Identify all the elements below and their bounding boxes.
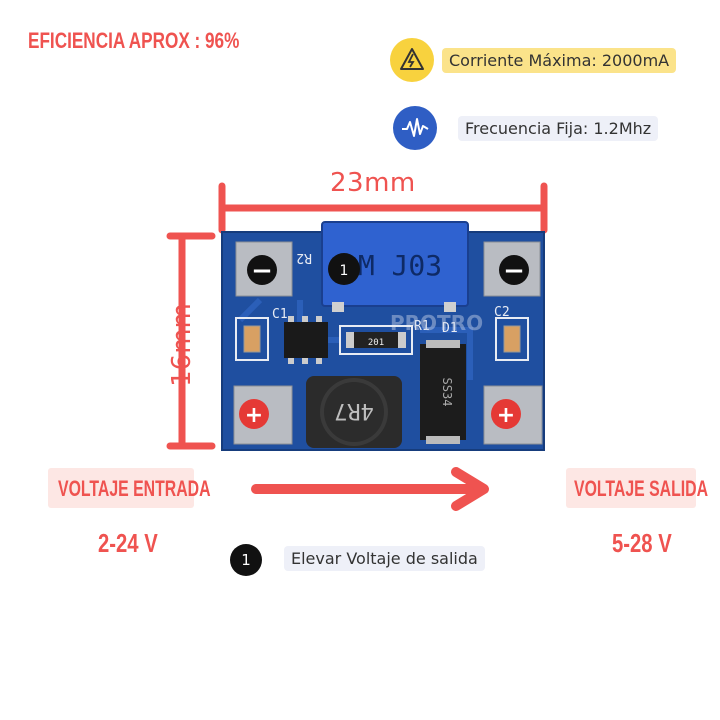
output-tag-bg	[566, 468, 696, 508]
frequency-label: Frecuencia Fija: 1.2Mhz	[458, 116, 659, 141]
silk-c2: C2	[494, 305, 510, 320]
efficiency-label: EFICIENCIA APROX : 96%	[28, 28, 240, 53]
minus-right-symbol: −	[503, 256, 525, 286]
ic-chip	[284, 322, 328, 358]
output-voltage-label: VOLTAJE SALIDA	[574, 476, 709, 501]
resistor-code: 201	[368, 338, 384, 348]
max-current-label: Corriente Máxima: 2000mA	[442, 48, 677, 73]
silk-d1: D1	[442, 321, 458, 336]
input-tag-bg	[48, 468, 194, 508]
watermark: PROTRO	[390, 311, 483, 335]
minus-terminal-right-icon	[499, 255, 529, 285]
legend-number-badge: 1	[230, 544, 262, 576]
dimension-lines	[166, 182, 548, 450]
right-arrow-icon	[251, 467, 489, 511]
capacitor-c1	[243, 325, 261, 353]
wave-icon	[393, 106, 437, 150]
warning-bolt-icon	[390, 38, 434, 82]
diode	[420, 344, 466, 440]
plus-terminal-left-icon	[239, 399, 269, 429]
legend-text: Elevar Voltaje de salida	[284, 546, 485, 571]
output-voltage-value: 5-28 V	[612, 528, 672, 558]
input-voltage-label: VOLTAJE ENTRADA	[58, 476, 211, 501]
minus-left-symbol: −	[251, 256, 273, 286]
plus-terminal-right-icon	[491, 399, 521, 429]
silk-r1: R1	[414, 319, 430, 334]
plus-right-symbol: +	[497, 403, 515, 428]
potentiometer	[321, 221, 469, 307]
boost-converter-board: − − + + M J03 1 R2 C1 R1 D1 C2 PROTRO 20…	[221, 221, 545, 451]
diode-label: SS34	[440, 378, 454, 407]
inductor-label: 4R7	[334, 398, 374, 423]
plus-left-symbol: +	[245, 403, 263, 428]
pot-label: M J03	[358, 249, 442, 282]
width-dimension-label: 23mm	[330, 168, 416, 198]
input-voltage-value: 2-24 V	[98, 528, 158, 558]
capacitor-c2	[503, 325, 521, 353]
minus-terminal-left-icon	[247, 255, 277, 285]
resistor	[350, 332, 402, 348]
silk-c1: C1	[272, 307, 288, 322]
adjust-marker-number: 1	[340, 263, 349, 279]
silk-r2: R2	[296, 250, 312, 265]
adjust-marker-badge	[328, 253, 360, 285]
